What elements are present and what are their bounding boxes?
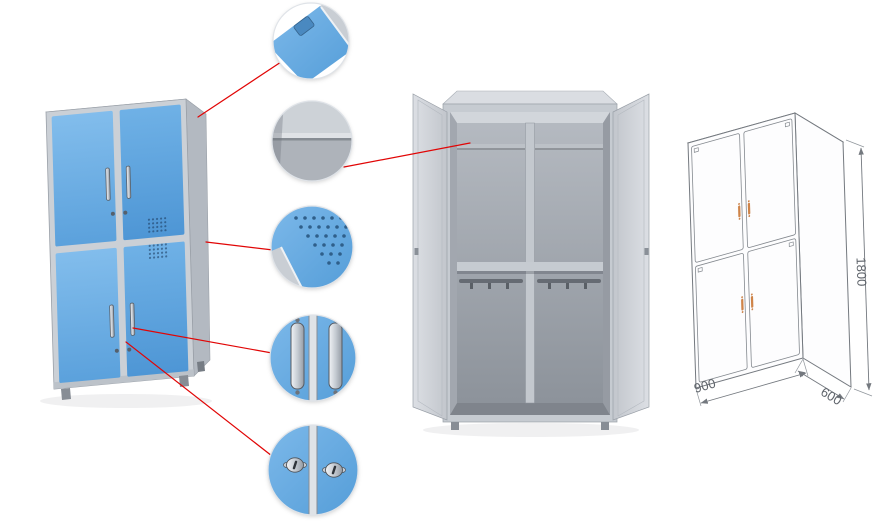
handle-bottom-left	[110, 305, 115, 338]
lock-top-right	[123, 210, 128, 215]
callout-circle-rim	[271, 100, 353, 182]
callout-circle-content	[271, 206, 353, 288]
leader-shelf	[343, 142, 471, 168]
lock-bottom-right	[127, 347, 132, 352]
callout-circle-rim	[270, 205, 354, 289]
dimension-depth-label: 600	[818, 384, 844, 408]
drawing-door-top-right	[744, 119, 796, 248]
upper-right-shelf-shadow	[535, 148, 603, 150]
drawing-handles-lower	[741, 293, 754, 314]
cam-lock-right	[322, 462, 346, 478]
callout-vent-holes-detail	[270, 205, 354, 289]
interior-right-wall	[603, 112, 610, 415]
handle-bar-right	[328, 322, 343, 390]
callout-top-corner-detail	[272, 2, 350, 80]
callout-circle-content	[270, 315, 356, 401]
closed-locker-foot	[197, 361, 205, 372]
middle-shelf	[457, 262, 603, 271]
callout-shelf-detail	[271, 100, 353, 182]
drawing-side-face	[794, 112, 852, 388]
callout-circle-content	[268, 425, 358, 515]
left-door-latch	[414, 248, 419, 255]
door-gap	[309, 315, 317, 401]
closed-locker-shadow	[40, 394, 212, 408]
open-locker-top-face	[442, 90, 618, 105]
drawing-latch	[785, 122, 789, 127]
callout-circle-rim	[267, 424, 359, 516]
upper-left-shelf	[457, 144, 525, 148]
closed-locker-foot	[61, 388, 71, 400]
dimension-height-label: 1800	[853, 257, 869, 286]
door-gap	[309, 425, 317, 515]
closed-locker-kickplate	[53, 369, 195, 390]
handle-top-right	[126, 166, 131, 199]
shelf-edge	[272, 138, 352, 141]
callout-circle-content	[272, 101, 352, 181]
open-locker-foot	[451, 422, 459, 430]
leader-top-corner	[197, 61, 282, 118]
lock-top-left	[110, 211, 115, 216]
interior-ceiling	[450, 112, 610, 123]
drawing-latch	[789, 242, 793, 247]
callout-handles-detail	[269, 314, 357, 402]
open-locker-foot	[601, 422, 609, 430]
dimension-width-label: 900	[692, 375, 717, 395]
middle-shelf-shadow	[457, 271, 603, 274]
hanging-rod-left	[459, 279, 523, 289]
callout-leader-lines	[125, 61, 471, 457]
dimension-drawing-view: 1800 900 600	[686, 112, 873, 408]
lock-bottom-left	[114, 348, 119, 353]
leader-handles	[132, 327, 273, 354]
drawing-latch	[694, 148, 698, 153]
door-top-left	[51, 110, 117, 247]
vent-dot-grid	[294, 216, 348, 265]
callout-locks-detail	[267, 424, 359, 516]
leader-vents	[205, 241, 274, 251]
drawing-front-face	[688, 113, 803, 388]
leader-locks	[125, 341, 273, 457]
closed-locker-foot	[179, 375, 189, 387]
closed-locker-view	[40, 98, 212, 408]
door-top-right	[119, 104, 185, 241]
door-bottom-right	[123, 241, 189, 377]
open-locker-view	[412, 90, 650, 437]
upper-left-shelf-shadow	[457, 148, 525, 150]
corner-hinge-plate	[293, 16, 315, 36]
drawing-door-bottom-right	[748, 238, 800, 367]
drawing-latch	[698, 267, 702, 272]
upper-right-shelf	[535, 144, 603, 148]
handle-bar-left	[290, 322, 305, 390]
door-bottom-left	[55, 247, 121, 383]
callout-circle-rim	[269, 314, 357, 402]
open-locker-shadow	[423, 423, 639, 437]
interior-floor	[450, 403, 610, 415]
handle-top-left	[106, 168, 111, 201]
cam-lock-left	[283, 457, 307, 473]
callout-circle-content	[273, 3, 349, 79]
dimension-height: 1800	[845, 139, 873, 397]
open-door-right	[612, 93, 650, 421]
closed-locker-front-face	[46, 99, 194, 389]
hanging-rod-right	[537, 279, 601, 289]
drawing-door-top-left	[691, 133, 743, 262]
drawing-handles-upper	[738, 200, 751, 220]
interior-left-wall	[450, 112, 457, 415]
open-door-left	[412, 93, 448, 421]
handle-bottom-right	[130, 303, 135, 336]
callout-circle-rim	[272, 2, 350, 80]
right-door-latch	[644, 248, 649, 255]
dimension-width: 900	[692, 358, 809, 407]
